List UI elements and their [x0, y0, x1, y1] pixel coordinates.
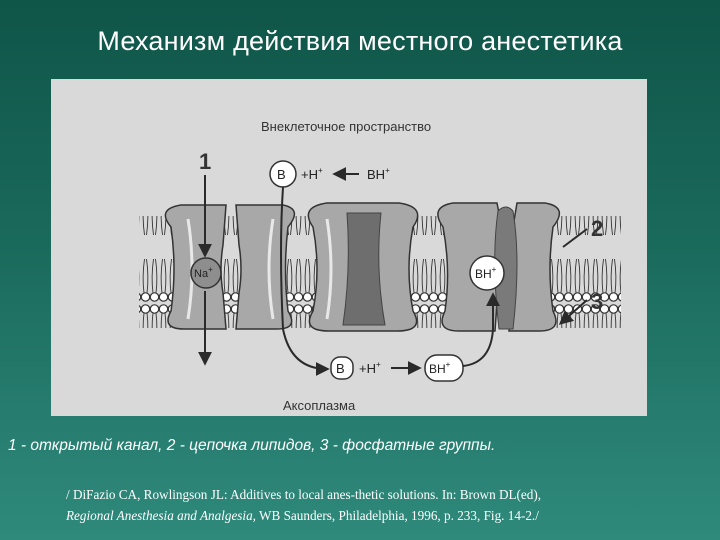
pointer-2 — [562, 228, 588, 248]
extracellular-label: Внеклеточное пространство — [261, 119, 431, 134]
blocked-channel — [437, 202, 561, 332]
citation-line-2: Regional Anesthesia and Analgesia, WB Sa… — [66, 505, 716, 526]
figure-legend: 1 - открытый канал, 2 - цепочка липидов,… — [8, 437, 496, 454]
pointer-3 — [558, 299, 588, 325]
sodium-ion: Na+ — [190, 257, 222, 289]
membrane-diagram: Внеклеточное пространство Аксоплазма 1 2… — [51, 79, 647, 416]
axoplasm-label: Аксоплазма — [283, 398, 356, 413]
citation: / DiFazio CA, Rowlingson JL: Additives t… — [66, 484, 716, 526]
svg-text:+H+: +H+ — [301, 166, 323, 182]
citation-publisher: WB Saunders, Philadelphia, 1996, p. 233,… — [255, 508, 539, 523]
svg-text:BH+: BH+ — [367, 166, 390, 182]
svg-text:BH+: BH+ — [475, 265, 497, 281]
arrow-bh-entry — [462, 292, 500, 367]
label-2: 2 — [591, 216, 603, 241]
svg-text:B: B — [277, 167, 286, 182]
equation-extracellular: B +H+ BH+ — [269, 160, 390, 188]
svg-text:+H+: +H+ — [359, 360, 381, 376]
arrow-base-diffusion — [280, 186, 330, 376]
citation-line-1: / DiFazio CA, Rowlingson JL: Additives t… — [66, 487, 542, 502]
label-1: 1 — [199, 149, 211, 174]
equation-axoplasm: B +H+ BH+ — [330, 354, 464, 382]
bh-ion: BH+ — [469, 255, 505, 291]
closed-channel — [307, 202, 419, 332]
citation-book-title: Regional Anesthesia and Analgesia, — [66, 508, 256, 523]
svg-text:BH+: BH+ — [429, 360, 451, 376]
svg-text:B: B — [336, 361, 345, 376]
slide-title: Механизм действия местного анестетика — [97, 26, 623, 56]
svg-text:Na+: Na+ — [194, 265, 213, 280]
label-3: 3 — [591, 289, 603, 314]
